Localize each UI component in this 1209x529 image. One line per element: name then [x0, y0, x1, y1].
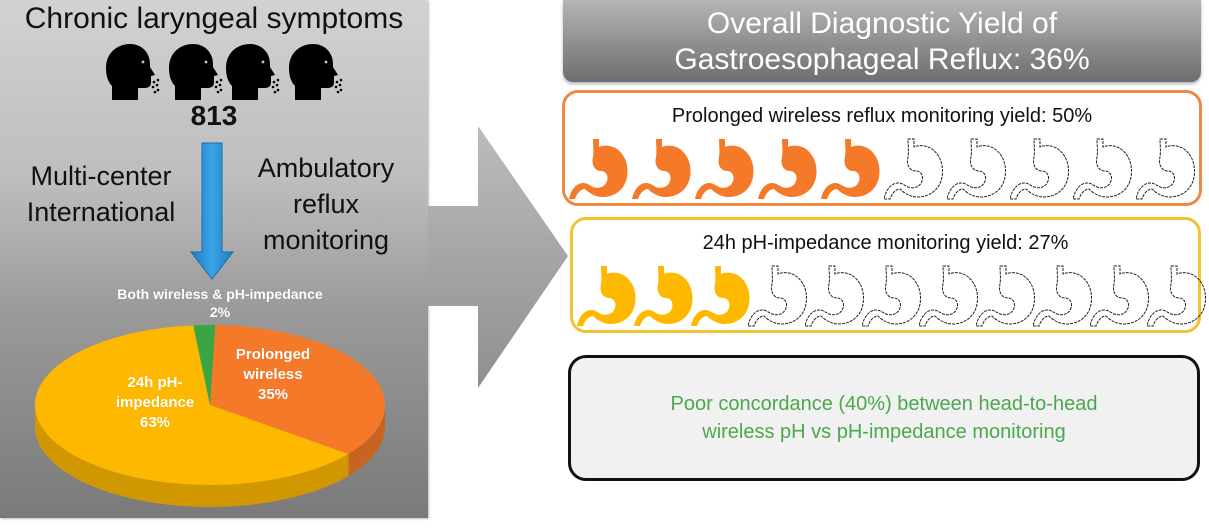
impedance-yield-box: 24h pH-impedance monitoring yield: 27% [570, 217, 1206, 333]
wireless-yield-box: Prolonged wireless reflux monitoring yie… [562, 90, 1202, 206]
pie-slice-both-wireless-ph-impedance [193, 325, 216, 405]
stomach-outline-icon [1136, 138, 1195, 200]
coughing-head-icon [169, 44, 223, 100]
stomach-filled-icon [691, 266, 750, 326]
pie-side-24h-ph-impedance [35, 405, 349, 507]
concordance-box: Poor concordance (40%) between head-to-h… [568, 355, 1200, 481]
study-design-line: Multi-center [30, 161, 172, 191]
stomach-outline-icon [884, 138, 943, 200]
pie-chart-svg [34, 325, 386, 507]
stomach-outline-icon [1010, 138, 1069, 200]
wireless-yield-title: Prolonged wireless reflux monitoring yie… [671, 105, 1093, 127]
pie-label-both-value: 2% [209, 304, 231, 320]
stomach-outline-icon [862, 265, 921, 327]
pie-slice-prolonged-wireless [210, 325, 386, 454]
coughing-head-icon [289, 44, 343, 100]
concordance-line1: Poor concordance (40%) between head-to-h… [670, 393, 1098, 415]
stomach-filled-icon [634, 266, 693, 326]
stomach-filled-icon [577, 266, 636, 326]
coughing-head-icon [106, 44, 160, 100]
study-design-label: Multi-center International [6, 158, 196, 230]
head-icons-row [98, 42, 348, 100]
population-title: Chronic laryngeal symptoms [24, 2, 404, 35]
modality-pie-chart: Both wireless & pH-impedance 2% Prolonge… [30, 285, 410, 510]
overall-yield-line1: Overall Diagnostic Yield of [706, 7, 1058, 40]
method-label: Ambulatory reflux monitoring [236, 150, 416, 258]
stomach-outline-icon [919, 265, 978, 327]
method-line: reflux [292, 189, 360, 219]
impedance-stomach-row [577, 264, 1206, 328]
overall-yield-header: Overall Diagnostic Yield of Gastroesopha… [563, 0, 1201, 82]
right-arrow-icon [428, 126, 568, 388]
stomach-filled-icon [821, 139, 880, 199]
coughing-head-icon [226, 44, 280, 100]
pie-label-impedance-value: 63% [139, 414, 171, 431]
stomach-outline-icon [1147, 265, 1206, 327]
study-population-panel: Chronic laryngeal symptoms 813 Multi-cen… [0, 0, 428, 518]
pie-label-both: Both wireless & pH-impedance 2% [30, 285, 410, 321]
study-design-line: International [26, 197, 176, 227]
stomach-outline-icon [1033, 265, 1092, 327]
concordance-line2: wireless pH vs pH-impedance monitoring [702, 421, 1066, 443]
pie-label-wireless-name1: Prolonged [235, 346, 311, 363]
stomach-filled-icon [632, 139, 691, 199]
stomach-filled-icon [758, 139, 817, 199]
stomach-outline-icon [1090, 265, 1149, 327]
pie-label-impedance-name1: 24h pH- [127, 374, 183, 391]
down-arrow-icon [190, 142, 234, 280]
method-line: Ambulatory [257, 153, 395, 183]
stomach-outline-icon [1073, 138, 1132, 200]
pie-label-impedance: 24h pH- impedance 63% [90, 373, 220, 433]
pie-slice-24h-ph-impedance [34, 325, 349, 485]
stomach-outline-icon [947, 138, 1006, 200]
overall-yield-line2: Gastroesophageal Reflux: 36% [674, 43, 1090, 76]
stomach-outline-icon [748, 265, 807, 327]
wireless-stomach-row [569, 137, 1195, 201]
pie-label-wireless-value: 35% [257, 386, 289, 403]
stomach-filled-icon [569, 139, 628, 199]
impedance-yield-title: 24h pH-impedance monitoring yield: 27% [702, 232, 1069, 254]
patient-count: 813 [190, 100, 238, 131]
pie-label-both-name: Both wireless & pH-impedance [117, 286, 323, 302]
stomach-outline-icon [976, 265, 1035, 327]
pie-label-wireless-name2: wireless [243, 366, 303, 383]
method-line: monitoring [262, 225, 390, 255]
pie-label-impedance-name2: impedance [115, 394, 195, 411]
stomach-outline-icon [805, 265, 864, 327]
pie-label-wireless: Prolonged wireless 35% [208, 345, 338, 405]
stomach-filled-icon [695, 139, 754, 199]
pie-side-prolonged-wireless [348, 405, 385, 476]
